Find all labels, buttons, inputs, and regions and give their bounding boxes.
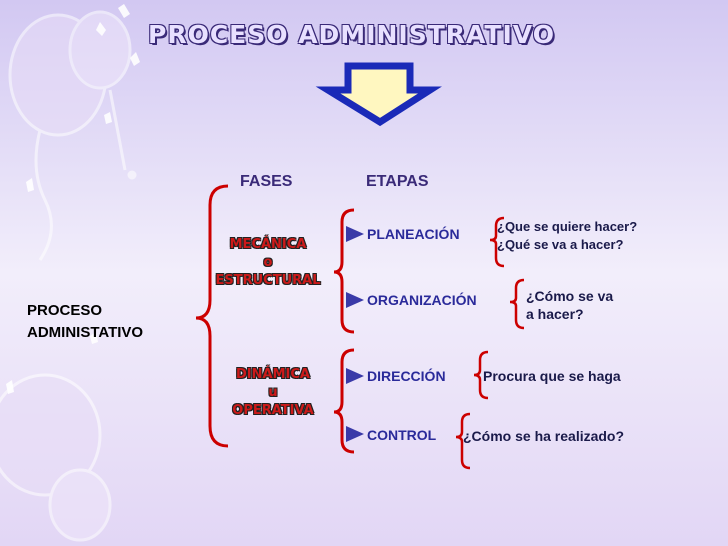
phase-dinamica-line-3: OPERATIVA — [232, 403, 314, 418]
phase-mecanica-line-1: MECÁNICA — [229, 237, 307, 252]
phase-mecanica-line-3: ESTRUCTURAL — [215, 273, 321, 288]
stage-planeacion: PLANEACIÓN — [367, 226, 460, 242]
phases-bracket — [195, 184, 229, 448]
root-line-2: ADMINISTATIVO — [27, 324, 144, 341]
planeacion-bracket — [489, 216, 505, 268]
phase-dinamica: DINÁMICA u OPERATIVA — [208, 366, 338, 420]
decorative-confetti — [6, 4, 140, 394]
planeacion-arrow-icon — [346, 226, 364, 242]
organizacion-bracket — [509, 278, 525, 330]
control-bracket — [455, 412, 471, 470]
planeacion-questions: ¿Que se quiere hacer? ¿Qué se va a hacer… — [497, 218, 637, 254]
page-title: PROCESO ADMINISTRATIVO — [148, 20, 555, 49]
decorative-balloons — [0, 10, 137, 542]
stage-control: CONTROL — [367, 427, 437, 443]
stage-organizacion: ORGANIZACIÓN — [367, 292, 477, 308]
direccion-arrow-icon — [346, 368, 364, 384]
down-arrow-icon — [315, 62, 442, 127]
direccion-bracket — [473, 350, 489, 400]
organizacion-question-1: ¿Cómo se va — [526, 288, 614, 304]
stage-direccion: DIRECCIÓN — [367, 368, 446, 384]
control-arrow-icon — [346, 426, 364, 442]
phase-dinamica-line-1: DINÁMICA — [236, 367, 310, 382]
organizacion-question-2: a hacer? — [526, 306, 584, 322]
fases-header: FASES — [240, 173, 293, 190]
control-question: ¿Cómo se ha realizado? — [463, 428, 625, 444]
etapas-header: ETAPAS — [366, 173, 429, 190]
phase-mecanica-line-2: o — [263, 255, 273, 270]
planeacion-question-2: ¿Qué se va a hacer? — [497, 237, 624, 252]
organizacion-questions: ¿Cómo se va a hacer? — [526, 287, 613, 323]
mecanica-bracket — [333, 208, 355, 334]
phase-dinamica-line-2: u — [268, 385, 278, 400]
planeacion-question-1: ¿Que se quiere hacer? — [497, 219, 638, 234]
root-node: PROCESO ADMINISTATIVO — [27, 300, 143, 344]
dinamica-bracket — [333, 348, 355, 454]
phase-mecanica: MECÁNICA o ESTRUCTURAL — [203, 236, 333, 290]
organizacion-arrow-icon — [346, 292, 364, 308]
root-line-1: PROCESO — [27, 302, 103, 319]
direccion-question: Procura que se haga — [483, 368, 621, 384]
